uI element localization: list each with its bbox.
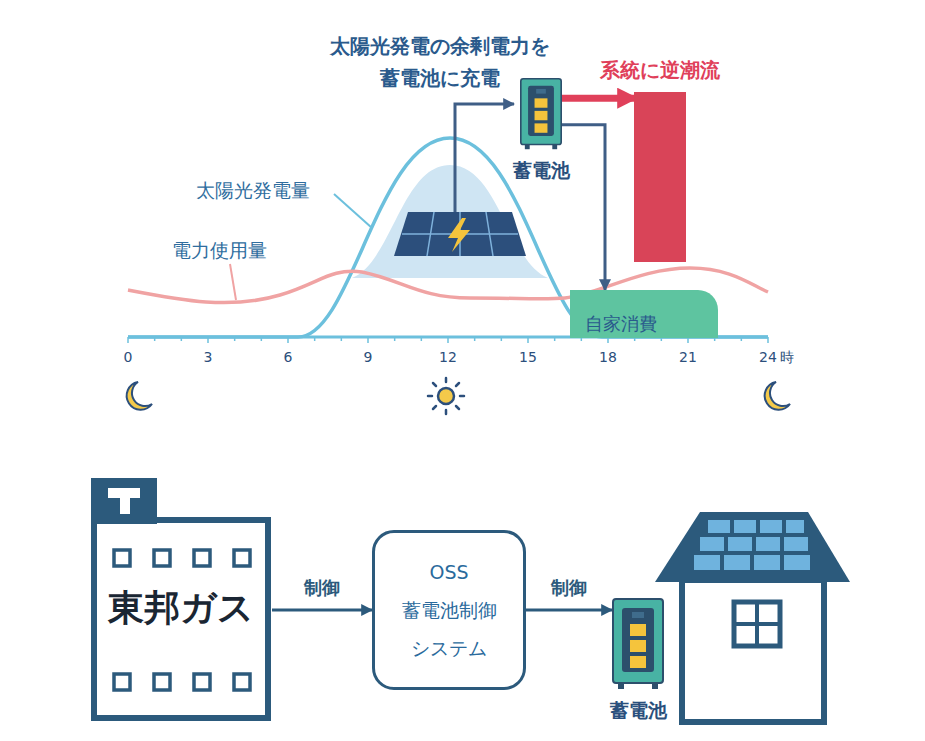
connector-arrow xyxy=(562,125,605,290)
leader-line xyxy=(334,194,372,228)
charge-arrow xyxy=(455,104,514,212)
moon-icon xyxy=(127,382,152,410)
node-text: 蓄電池 xyxy=(610,698,667,724)
solar-inner-fill xyxy=(352,165,548,278)
node-text: 東邦ガス xyxy=(108,584,254,633)
node-text: 系統に逆潮流 xyxy=(600,57,720,84)
axis-tick-label: 24 xyxy=(759,349,777,365)
edge-label: 制御 xyxy=(304,576,340,600)
edge-label: 制御 xyxy=(551,576,587,600)
connector-arrow xyxy=(272,609,372,612)
sun-icon xyxy=(428,378,464,414)
solar-panel xyxy=(394,212,526,256)
company-building: 東邦ガス xyxy=(90,478,272,722)
curve-label: 電力使用量 xyxy=(172,238,267,264)
node-text: OSS 蓄電池制御 システム xyxy=(399,553,499,667)
leader-line xyxy=(230,264,236,300)
curve-label: 太陽光発電量 xyxy=(196,178,310,204)
axis-tick-label: 6 xyxy=(284,349,293,365)
connector-arrow xyxy=(526,609,612,612)
axis-tick-label: 12 xyxy=(439,349,457,365)
axis-tick-label: 18 xyxy=(599,349,617,365)
node-text: 自家消費 xyxy=(585,312,657,336)
grid-export-bar: 系統に逆潮流 xyxy=(634,92,686,262)
house xyxy=(655,512,850,722)
axis-tick-label: 0 xyxy=(124,349,133,365)
axis-tick-label: 15 xyxy=(519,349,537,365)
axis-tick-label: 21 xyxy=(679,349,697,365)
node-text: 蓄電池 xyxy=(513,158,570,184)
axis-tick-label: 3 xyxy=(204,349,213,365)
axis-unit: 時 xyxy=(780,349,794,367)
axis-tick-label: 9 xyxy=(364,349,373,365)
moon-icon xyxy=(765,382,790,410)
connector-arrow xyxy=(562,95,634,102)
battery-unit: 蓄電池 xyxy=(612,598,664,690)
surplus-caption: 太陽光発電の余剰電力を 蓄電池に充電 xyxy=(320,30,560,94)
battery-unit: 蓄電池 xyxy=(520,78,562,150)
self-consumption-area: 自家消費 xyxy=(570,290,718,338)
control-system-box: OSS 蓄電池制御 システム xyxy=(372,530,526,690)
